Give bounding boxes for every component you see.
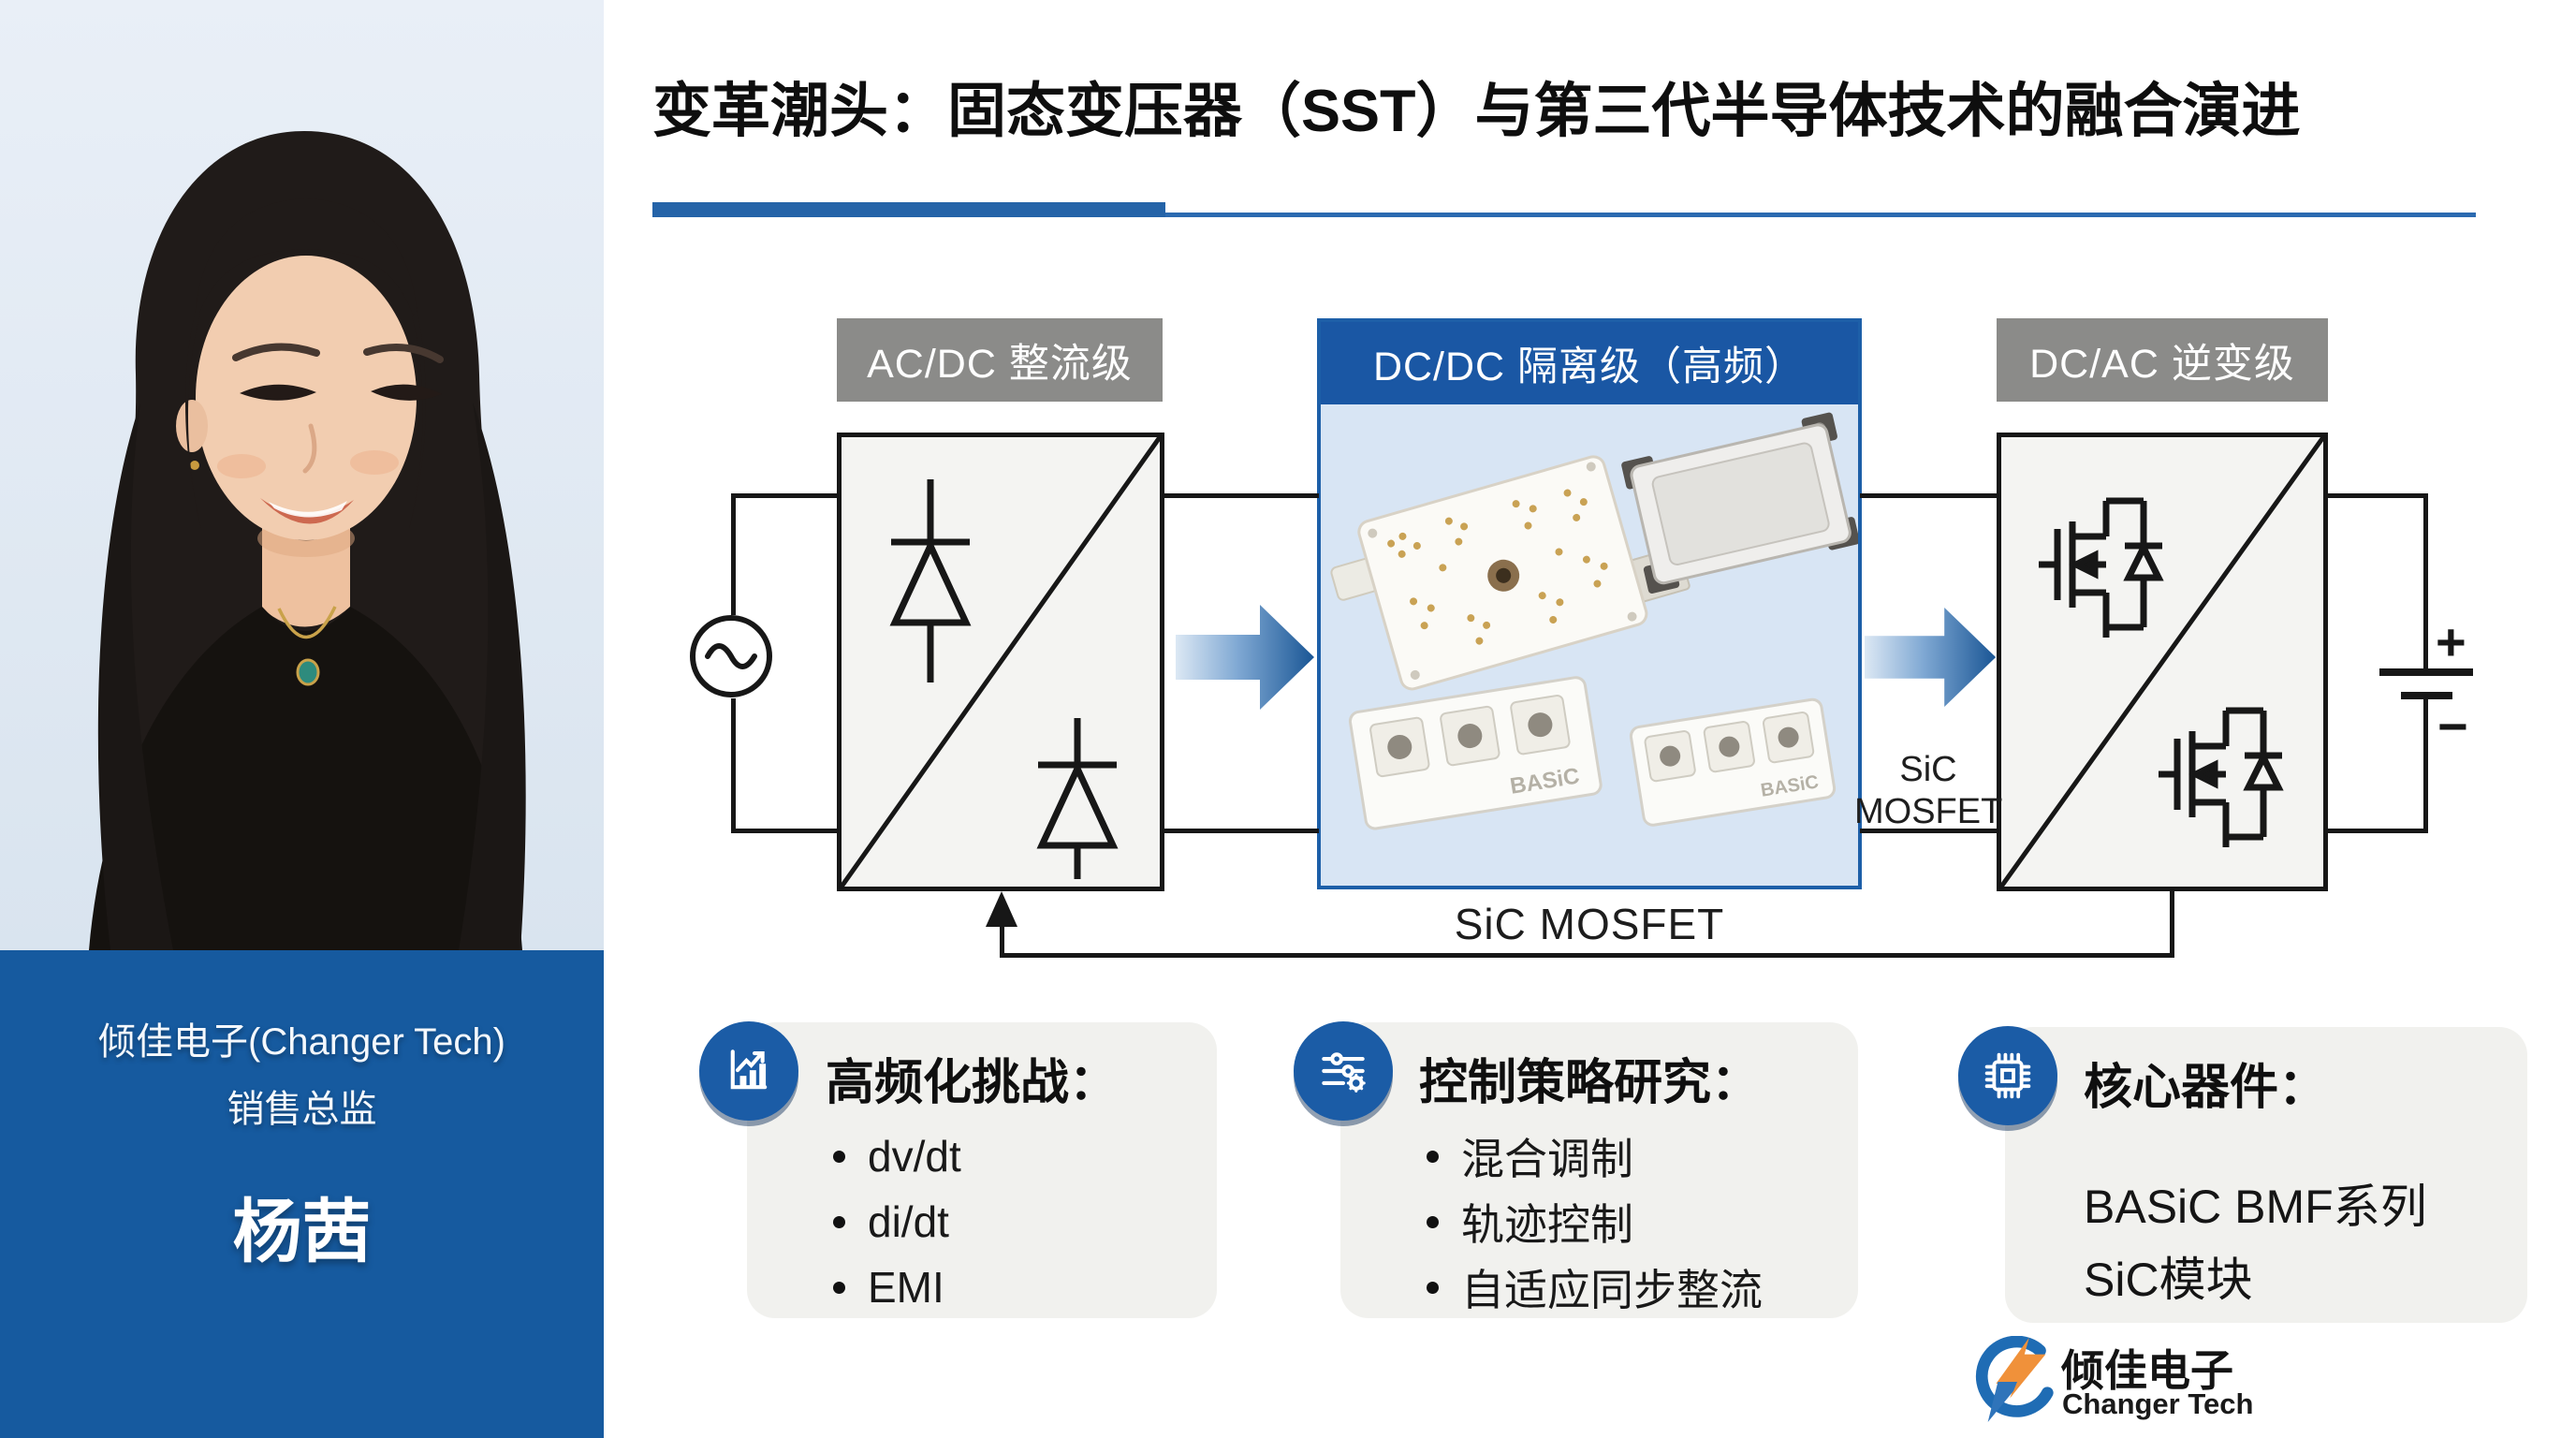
chip-icon — [1958, 1026, 2057, 1125]
bullet-dot — [833, 1215, 845, 1228]
wire-bottom-battery — [2326, 829, 2428, 833]
battery-plate-long — [2379, 668, 2473, 676]
logo-company-name: 倾佳电子 — [2061, 1346, 2233, 1395]
wire-bottom-mid-right — [1860, 829, 1998, 833]
card-body-line: BASiC BMF系列 — [2084, 1181, 2427, 1233]
card-control-strategy: 控制策略研究： 混合调制 轨迹控制 自适应同步整流 — [1340, 1022, 1858, 1318]
mosfet-symbol — [2039, 497, 2164, 638]
wire-ac-riser-bottom — [731, 698, 736, 830]
diode-symbol — [889, 479, 972, 682]
bullet-text: 自适应同步整流 — [1461, 1266, 1763, 1314]
wire-ac-riser-top — [731, 495, 736, 615]
list-item: 自适应同步整流 — [1427, 1266, 1763, 1314]
dcdc-stage-box: DC/DC 隔离级（高频） — [1317, 318, 1862, 889]
presenter-photo — [0, 0, 604, 950]
bullet-text: EMI — [868, 1263, 944, 1312]
wire-top-left — [731, 493, 839, 498]
stage-header-dcdc-label: DC/DC 隔离级（高频） — [1372, 345, 1807, 389]
bullet-dot — [833, 1281, 845, 1294]
sic-label-line2: MOSFET — [1854, 792, 2003, 831]
battery-plate-short — [2401, 692, 2452, 699]
card-high-frequency-challenges: 高频化挑战： dv/dt di/dt EMI — [747, 1022, 1217, 1318]
page-title: 变革潮头：固态变压器（SST）与第三代半导体技术的融合演进 — [652, 79, 2301, 144]
wire-battery-riser-top — [2423, 495, 2428, 670]
battery-minus-sign: − — [2437, 697, 2468, 756]
wire-top-left-mid — [1163, 493, 1319, 498]
battery-plus-sign: + — [2436, 612, 2466, 671]
stage-header-acdc-label: AC/DC 整流级 — [867, 341, 1133, 387]
card-body-line: SiC模块 — [2084, 1254, 2253, 1306]
list-item: di/dt — [833, 1197, 961, 1246]
list-item: 轨迹控制 — [1427, 1200, 1763, 1249]
bullet-dot — [833, 1150, 845, 1163]
bullet-text: dv/dt — [868, 1132, 961, 1181]
card-core-devices: 核心器件： BASiC BMF系列 SiC模块 — [2005, 1027, 2527, 1323]
card-title: 高频化挑战： — [826, 1056, 1119, 1110]
sic-module-photos: BASiC BASiC — [1330, 412, 1860, 830]
presenter-name: 杨茜 — [232, 1193, 372, 1270]
flow-arrow-icon — [1865, 607, 1997, 708]
changer-tech-logo-icon — [1975, 1336, 2054, 1423]
card-title: 控制策略研究： — [1419, 1056, 1761, 1110]
presenter-company: 倾佳电子(Changer Tech) — [98, 1021, 505, 1063]
wire-bottom-left-mid — [1163, 829, 1319, 833]
feedback-arrowhead-icon — [986, 891, 1017, 927]
stage-header-dcac-label: DC/AC 逆变级 — [2029, 341, 2295, 387]
presenter-role: 销售总监 — [227, 1089, 377, 1130]
acdc-rectifier-box — [837, 433, 1164, 891]
bullet-dot — [1427, 1215, 1439, 1228]
list-item: dv/dt — [833, 1132, 961, 1181]
wire-battery-riser-bottom — [2423, 699, 2428, 831]
wire-feedback-rise — [1000, 925, 1004, 957]
list-item: EMI — [833, 1263, 961, 1312]
wire-top-mid-right — [1860, 493, 1998, 498]
bullet-text: 轨迹控制 — [1461, 1200, 1633, 1249]
sic-label-line1: SiC — [1899, 750, 1957, 789]
title-underline — [1165, 213, 2476, 217]
list-item: 混合调制 — [1427, 1135, 1763, 1183]
sic-mosfet-label-bottom: SiC MOSFET — [1454, 900, 1725, 948]
stage-header-acdc: AC/DC 整流级 — [837, 318, 1163, 402]
dcac-inverter-box — [1997, 433, 2328, 891]
title-underline-accent — [652, 202, 1165, 217]
sliders-icon — [1294, 1021, 1393, 1121]
wire-feedback-drop — [2170, 888, 2174, 957]
stage-header-dcdc: DC/DC 隔离级（高频） — [1321, 322, 1858, 404]
bullet-dot — [1427, 1150, 1439, 1163]
wire-bottom-left — [731, 829, 839, 833]
bullet-dot — [1427, 1281, 1439, 1294]
sic-mosfet-label-inline: SiC MOSFET — [1854, 749, 2002, 833]
bullet-text: di/dt — [868, 1197, 949, 1246]
bullet-text: 混合调制 — [1461, 1135, 1633, 1183]
card-title: 核心器件： — [2084, 1061, 2328, 1115]
mosfet-symbol — [2159, 707, 2284, 847]
inverter-symbol — [1998, 435, 2326, 888]
ac-source-icon — [690, 615, 772, 697]
diode-symbol — [1036, 718, 1119, 879]
stage-header-dcac: DC/AC 逆变级 — [1997, 318, 2328, 402]
rectifier-symbol — [839, 435, 1163, 888]
wire-top-battery — [2326, 493, 2428, 498]
bar-chart-icon — [699, 1021, 798, 1121]
wire-feedback-horizontal — [1000, 953, 2174, 958]
portrait-illustration — [0, 0, 604, 950]
flow-arrow-icon — [1176, 605, 1314, 710]
presenter-info-panel — [0, 950, 604, 1438]
logo-company-name-en: Changer Tech — [2062, 1387, 2254, 1420]
